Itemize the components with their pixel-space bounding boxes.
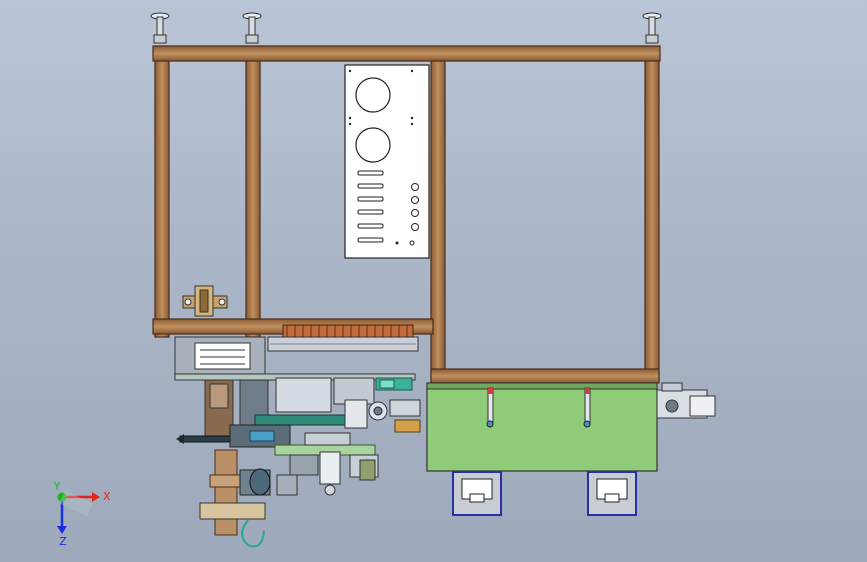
spindle-assembly [199, 449, 271, 548]
base-foot-right [587, 471, 637, 516]
top-beam [152, 45, 661, 62]
mid-beam-right [430, 368, 660, 384]
terminal-block [267, 324, 419, 352]
control-panel [344, 64, 430, 259]
left-bracket [182, 285, 228, 317]
post-right [644, 60, 660, 382]
y-axis-label: Y [53, 480, 61, 493]
base-enclosure [426, 382, 658, 472]
leveling-foot-left [150, 12, 170, 44]
side-motor [656, 382, 716, 419]
panel-fan-top [355, 77, 391, 113]
leveling-foot-right [642, 12, 662, 44]
z-axis-label: Z [59, 535, 67, 548]
leveling-foot-mid [242, 12, 262, 44]
y-axis-marker [57, 492, 67, 502]
lower-mechanism [174, 336, 421, 496]
panel-fan-bottom [355, 127, 391, 163]
x-axis-label: X [103, 490, 111, 503]
frame [152, 45, 661, 384]
post-left [154, 60, 170, 338]
base-foot-left [452, 471, 502, 516]
leveling-feet [150, 12, 662, 44]
post-inner-left [245, 60, 261, 338]
coordinate-triad: X Y Z [53, 480, 111, 548]
base-feet [452, 471, 637, 516]
